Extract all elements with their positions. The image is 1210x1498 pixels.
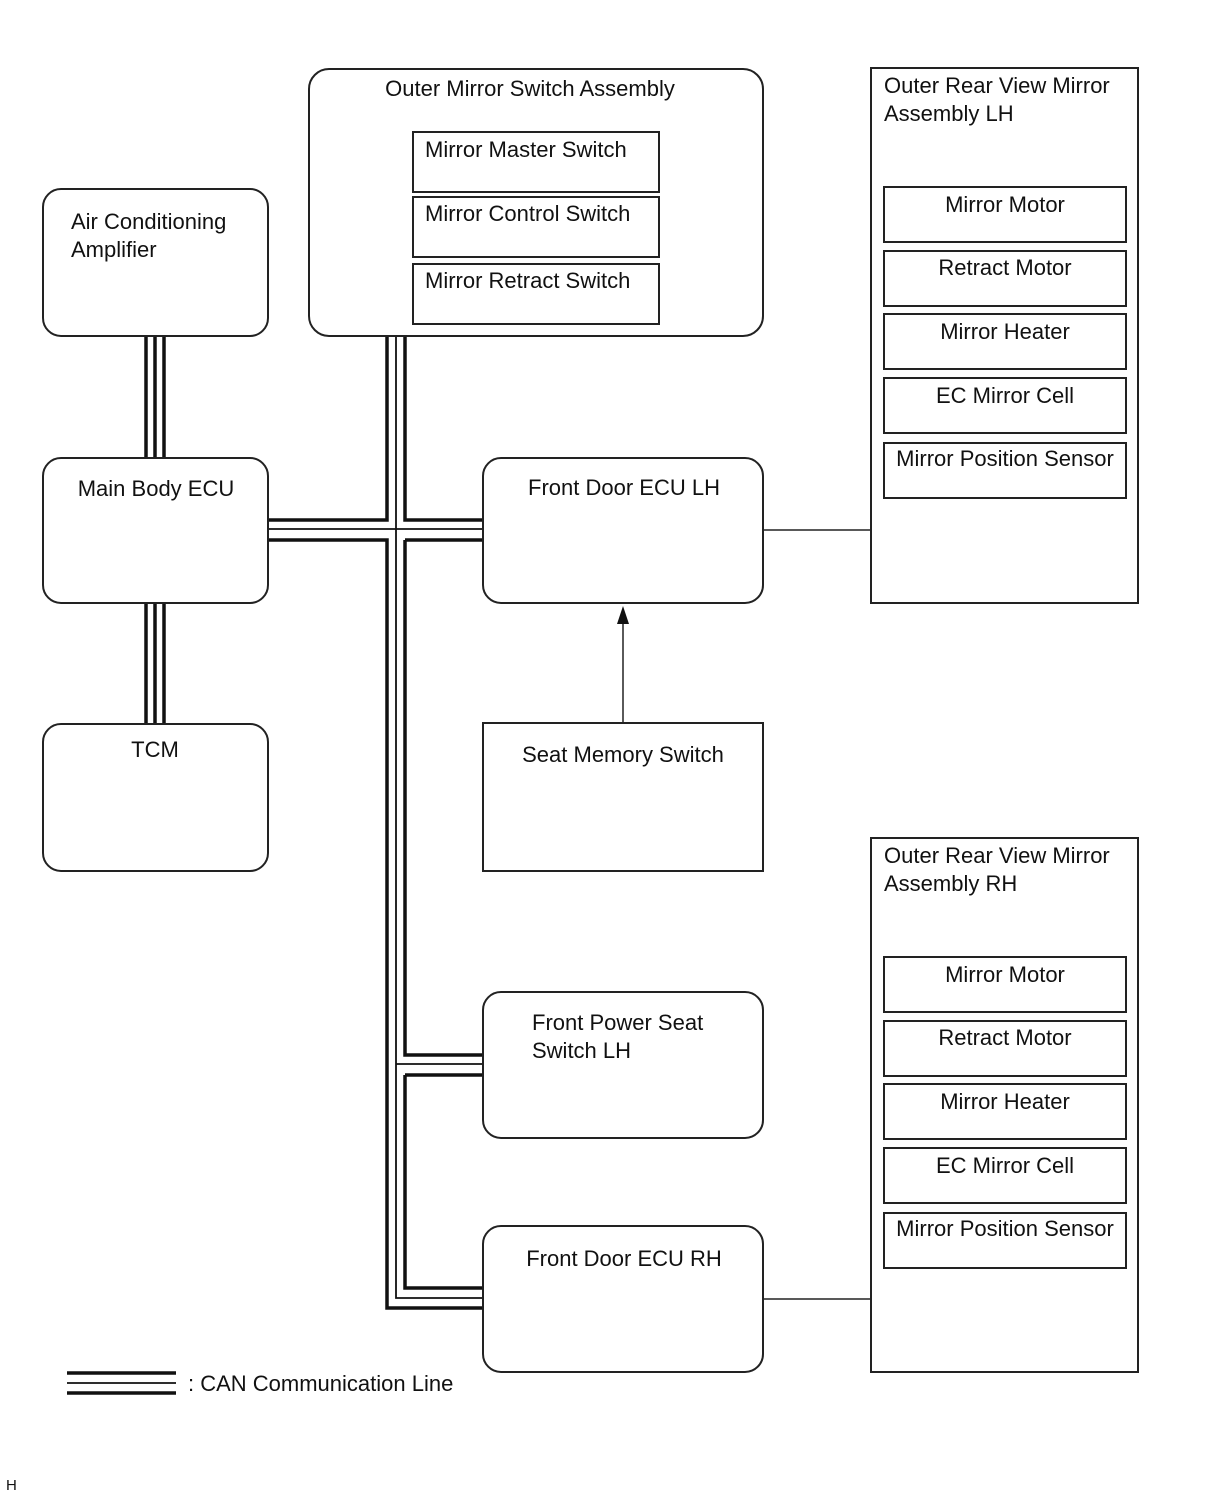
mirror-rh-mirror-heater: Mirror Heater	[940, 1089, 1070, 1114]
outer-mirror-switch-assembly-title: Outer Mirror Switch Assembly	[385, 76, 675, 101]
mirror-lh-mirror-motor: Mirror Motor	[945, 192, 1065, 217]
seat-memory-switch-label: Seat Memory Switch	[522, 742, 724, 767]
can-bus-lines	[144, 336, 483, 1310]
front-power-seat-switch-lh-line1: Front Power Seat	[532, 1010, 703, 1035]
mirror-lh-retract-motor: Retract Motor	[938, 255, 1071, 280]
mirror-lh-ec-mirror-cell: EC Mirror Cell	[936, 383, 1074, 408]
mirror-rh-title-line1: Outer Rear View Mirror	[884, 843, 1110, 868]
can-line-ac-mbe	[144, 336, 166, 458]
footer-code: H	[6, 1477, 17, 1494]
mirror-rh-ec-mirror-cell: EC Mirror Cell	[936, 1153, 1074, 1178]
outer-mirror-switch-assembly-box: Outer Mirror Switch Assembly Mirror Mast…	[308, 68, 764, 337]
mirror-lh-mirror-heater: Mirror Heater	[940, 319, 1070, 344]
mirror-lh-title-line1: Outer Rear View Mirror	[884, 73, 1110, 98]
main-body-ecu-label: Main Body ECU	[78, 476, 235, 501]
front-door-ecu-lh-label: Front Door ECU LH	[528, 475, 720, 500]
front-power-seat-switch-lh-line2: Switch LH	[532, 1038, 631, 1063]
mirror-control-switch-label: Mirror Control Switch	[425, 201, 630, 226]
tcm-box: TCM	[42, 723, 269, 872]
mirror-lh-title-line2: Assembly LH	[884, 101, 1014, 126]
outer-rear-view-mirror-lh-box: Outer Rear View Mirror Assembly LH Mirro…	[870, 67, 1139, 604]
arrow-head-icon	[617, 606, 629, 624]
can-line-legend-symbol	[67, 1371, 176, 1395]
ac-amp-label-line1: Air Conditioning	[71, 209, 226, 234]
front-door-ecu-rh-box: Front Door ECU RH	[482, 1225, 764, 1373]
can-line-legend-label: : CAN Communication Line	[188, 1371, 453, 1396]
mirror-rh-position-sensor: Mirror Position Sensor	[896, 1216, 1114, 1241]
front-door-ecu-lh-box: Front Door ECU LH	[482, 457, 764, 604]
mirror-retract-switch-label: Mirror Retract Switch	[425, 268, 630, 293]
mirror-rh-mirror-motor: Mirror Motor	[945, 962, 1065, 987]
ac-amp-label-line2: Amplifier	[71, 237, 157, 262]
mirror-lh-position-sensor: Mirror Position Sensor	[896, 446, 1114, 471]
can-line-mirror-switch-to-fdlh	[387, 336, 483, 536]
mirror-rh-retract-motor: Retract Motor	[938, 1025, 1071, 1050]
can-line-mbe-tcm	[144, 602, 166, 724]
main-body-ecu-box: Main Body ECU	[42, 457, 269, 604]
legend: : CAN Communication Line	[67, 1371, 453, 1396]
outer-rear-view-mirror-rh-box: Outer Rear View Mirror Assembly RH Mirro…	[870, 837, 1139, 1373]
air-conditioning-amplifier-box: Air Conditioning Amplifier	[42, 188, 269, 337]
tcm-label: TCM	[131, 737, 179, 762]
seat-memory-switch-box: Seat Memory Switch	[482, 722, 764, 872]
front-door-ecu-rh-label: Front Door ECU RH	[526, 1246, 722, 1271]
mirror-rh-title-line2: Assembly RH	[884, 871, 1017, 896]
front-power-seat-switch-lh-box: Front Power Seat Switch LH	[482, 991, 764, 1139]
mirror-master-switch-label: Mirror Master Switch	[425, 137, 627, 162]
